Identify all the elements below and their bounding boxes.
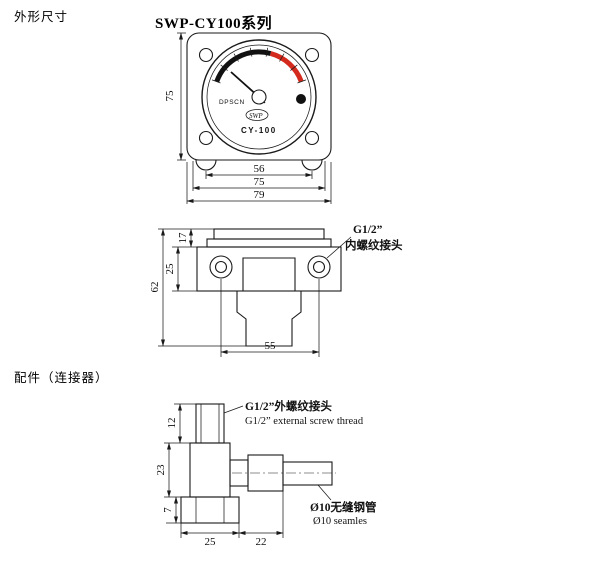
side-view-dimensions: 17 25 62 55 (149, 228, 320, 357)
thread-type-label: 内螺纹接头 (345, 238, 403, 252)
dim-value: 56 (254, 163, 266, 175)
dim-value: 22 (256, 536, 267, 548)
mounting-hole (304, 47, 320, 63)
steel-pipe (282, 461, 333, 486)
center-bridge (242, 257, 296, 291)
dim-value: 23 (155, 464, 167, 476)
dim-value: 12 (166, 418, 178, 429)
dim-widths: 56 75 79 (186, 161, 332, 204)
mounting-hole (198, 130, 214, 146)
mounting-hole (198, 47, 214, 63)
front-view-drawing: DPSCN SWP CY-100 75 56 75 79 (164, 32, 332, 204)
bottom-lug (301, 159, 323, 171)
mounting-plate (186, 32, 332, 161)
connector-drawing: G1/2”外螺纹接头 G1/2” external screw thread Ø… (155, 399, 377, 548)
side-view-drawing: G1/2” 内螺纹接头 17 25 62 55 (149, 224, 403, 357)
gauge-face-ring (206, 44, 312, 150)
pipe-label-en: Ø10 seamles (313, 516, 367, 527)
body-block (196, 246, 342, 292)
top-thread-stub (195, 403, 225, 444)
dim-value: 17 (177, 232, 189, 244)
dim-height-75: 75 (164, 32, 186, 161)
dim-value: 25 (205, 536, 217, 548)
dim-value: 55 (265, 340, 277, 352)
leader-line (317, 484, 332, 501)
bottom-stem (236, 290, 302, 347)
section-title-accessory-connector: 配件（连接器） (14, 371, 109, 385)
right-port (307, 255, 331, 279)
section-title-outline-dimensions: 外形尺寸 (14, 10, 69, 24)
external-thread-label-cn: G1/2”外螺纹接头 (245, 399, 332, 413)
dim-value: 62 (149, 282, 161, 293)
bezel-edge (213, 228, 325, 240)
leader-line (223, 405, 244, 414)
scale-arc-black (214, 49, 272, 83)
gauge-bezel (201, 39, 317, 155)
external-thread-label-en: G1/2” external screw thread (245, 416, 364, 427)
dim-value: 75 (164, 90, 176, 102)
scale-tick-marks (211, 47, 307, 84)
connector-dimensions: 12 23 7 25 22 (155, 403, 284, 548)
dial-brand-text: DPSCN (219, 99, 245, 106)
left-port (209, 255, 233, 279)
dial-model-text: CY-100 (241, 126, 277, 135)
series-title: SWP-CY100系列 (155, 16, 273, 32)
dim-value: 7 (162, 507, 174, 513)
flange-edge (206, 238, 332, 248)
hex-base (180, 496, 240, 524)
thread-size-label: G1/2” (353, 224, 383, 236)
dim-value: 25 (164, 263, 176, 275)
dim-value: 79 (254, 189, 266, 201)
setpoint-knob (296, 94, 306, 104)
logo-oval (245, 109, 269, 121)
mounting-hole (304, 130, 320, 146)
dim-value: 75 (254, 176, 266, 188)
logo-text: SWP (249, 112, 263, 120)
leader-line (326, 236, 352, 259)
connector-body (189, 442, 231, 498)
bottom-lug (195, 159, 217, 171)
right-port-bore (312, 260, 326, 274)
scale-arc-red (269, 51, 304, 83)
left-port-bore (214, 260, 228, 274)
needle-hub (251, 89, 267, 105)
pipe-label-cn: Ø10无缝钢管 (310, 500, 377, 514)
